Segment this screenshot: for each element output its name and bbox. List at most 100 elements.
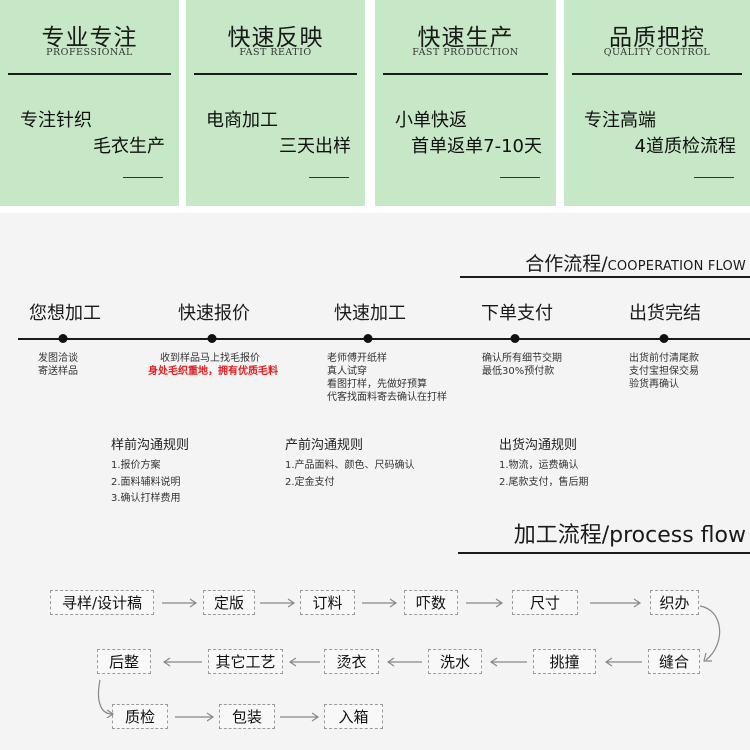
card-title: 快速反映	[227, 25, 324, 51]
arrow-right-icon	[590, 598, 642, 608]
card-subtitle: PROFESSIONAL	[46, 47, 133, 58]
card-line-2: 毛衣生产	[93, 136, 165, 157]
process-step-finishing: 后整	[97, 649, 151, 674]
process-step-packing: 包装	[219, 704, 275, 729]
arrow-left-icon	[489, 657, 527, 667]
feature-cards: 专业专注 PROFESSIONAL 专注针织 毛衣生产 快速反映 FAST RE…	[0, 0, 750, 213]
timeline-dot	[363, 334, 373, 343]
curve-arrow-icon	[96, 678, 116, 718]
arrow-right-icon	[162, 598, 198, 608]
heading-rule	[458, 552, 750, 554]
timeline-dot	[58, 334, 68, 343]
desc-highlight: 身处毛织重地，拥有优质毛料	[148, 366, 278, 377]
step-title-shipping: 出货完结	[629, 303, 701, 324]
timeline-dot	[659, 334, 669, 343]
card-line-1: 专注高端	[584, 110, 656, 131]
rules-title: 样前沟通规则	[111, 438, 190, 453]
arrow-right-icon	[280, 712, 320, 722]
desc-line: 寄送样品	[38, 366, 78, 377]
rules-title: 出货沟通规则	[499, 438, 578, 453]
arrow-right-icon	[260, 598, 296, 608]
desc-line: 出货前付清尾款	[629, 353, 699, 364]
card-line-2: 首单返单7-10天	[411, 136, 542, 157]
feature-card-fast-production: 快速生产 FAST PRODUCTION 小单快返 首单返单7-10天	[375, 0, 556, 206]
desc-line: 看图打样，先做好预算	[327, 379, 427, 390]
process-step-yarn-calc: 吓数	[404, 590, 458, 615]
heading-cn: 合作流程/	[525, 253, 608, 275]
process-step-order-material: 订料	[300, 590, 355, 615]
timeline-line	[18, 338, 750, 340]
desc-line: 验货再确认	[629, 379, 679, 390]
step-desc-shipping: 出货前付清尾款 支付宝担保交易 验货再确认	[629, 352, 699, 391]
card-line-2: 三天出样	[279, 136, 351, 157]
desc-line: 真人试穿	[327, 366, 367, 377]
rules-item: 1.产品面料、颜色、尺码确认	[285, 460, 415, 471]
card-underline	[309, 177, 349, 178]
desc-line: 支付宝担保交易	[629, 366, 699, 377]
rules-item: 1.报价方案	[111, 460, 161, 471]
desc-line: 确认所有细节交期	[482, 353, 562, 364]
process-step-sample-design: 寻样/设计稿	[50, 590, 154, 615]
curve-arrow-icon	[696, 604, 726, 664]
step-title-quote: 快速报价	[178, 303, 250, 324]
desc-line: 发图洽谈	[38, 353, 78, 364]
timeline-dot	[207, 334, 217, 343]
timeline-dot	[510, 334, 520, 343]
step-title-process: 快速加工	[334, 303, 406, 324]
card-divider	[383, 73, 548, 75]
card-subtitle: QUALITY CONTROL	[603, 47, 711, 58]
heading-en: COOPERATION FLOW	[607, 259, 746, 274]
rules-item: 1.物流，运费确认	[499, 460, 579, 471]
card-underline	[500, 177, 540, 178]
process-step-inspection: 质检	[112, 704, 168, 729]
card-subtitle: FAST REATIO	[239, 47, 312, 58]
step-title-payment: 下单支付	[481, 303, 553, 324]
rules-item: 2.定金支付	[285, 476, 335, 488]
card-divider	[8, 73, 171, 75]
card-line-1: 电商加工	[206, 110, 278, 131]
process-flow-heading: 加工流程/process flow	[513, 523, 746, 548]
arrow-right-icon	[175, 712, 215, 722]
rules-shipping: 出货沟通规则 1.物流，运费确认 2.尾款支付，售后期	[499, 437, 589, 491]
rules-item: 3.确认打样费用	[111, 493, 181, 504]
process-step-sewing: 缝合	[648, 649, 700, 674]
arrow-left-icon	[288, 657, 320, 667]
card-line-2: 4道质检流程	[634, 136, 736, 157]
process-step-ironing: 烫衣	[324, 649, 379, 674]
arrow-right-icon	[362, 598, 398, 608]
card-underline	[694, 177, 734, 178]
card-line-1: 小单快返	[395, 110, 467, 131]
step-desc-payment: 确认所有细节交期 最低30%预付款	[482, 352, 562, 378]
arrow-left-icon	[386, 657, 422, 667]
process-step-linking: 挑撞	[533, 649, 596, 674]
rules-pre-production: 产前沟通规则 1.产品面料、颜色、尺码确认 2.定金支付	[285, 437, 415, 491]
card-underline	[123, 177, 163, 178]
step-desc-process: 老师傅开纸样 真人试穿 看图打样，先做好预算 代客找面料寄去确认在打样	[327, 352, 447, 404]
card-title: 品质把控	[609, 25, 705, 51]
card-divider	[194, 73, 357, 75]
cooperation-flow-heading: 合作流程/COOPERATION FLOW	[525, 249, 746, 276]
card-line-1: 专注针织	[20, 110, 92, 131]
rules-item: 2.尾款支付，售后期	[499, 476, 589, 488]
process-step-boxing: 入箱	[324, 704, 383, 729]
arrow-right-icon	[466, 598, 504, 608]
desc-line: 老师傅开纸样	[327, 353, 387, 364]
step-title-inquiry: 您想加工	[29, 303, 101, 324]
process-step-knitting: 织办	[650, 590, 699, 615]
card-subtitle: FAST PRODUCTION	[412, 47, 519, 58]
rules-title: 产前沟通规则	[285, 438, 364, 453]
rules-pre-sample: 样前沟通规则 1.报价方案 2.面料辅料说明 3.确认打样费用	[111, 437, 189, 508]
card-title: 专业专注	[41, 25, 138, 51]
card-title: 快速生产	[417, 25, 514, 51]
rules-item: 2.面料辅料说明	[111, 476, 181, 488]
desc-line: 最低30%预付款	[482, 366, 555, 377]
step-desc-quote: 收到样品马上找毛报价 身处毛织重地，拥有优质毛料	[148, 352, 278, 378]
heading-rule	[460, 276, 750, 278]
feature-card-quality-control: 品质把控 QUALITY CONTROL 专注高端 4道质检流程	[564, 0, 750, 206]
card-divider	[572, 73, 742, 75]
desc-line: 代客找面料寄去确认在打样	[327, 392, 447, 403]
process-step-size: 尺寸	[512, 590, 578, 615]
arrow-left-icon	[604, 657, 642, 667]
process-step-washing: 洗水	[428, 649, 482, 674]
process-step-final-version: 定版	[203, 590, 255, 615]
